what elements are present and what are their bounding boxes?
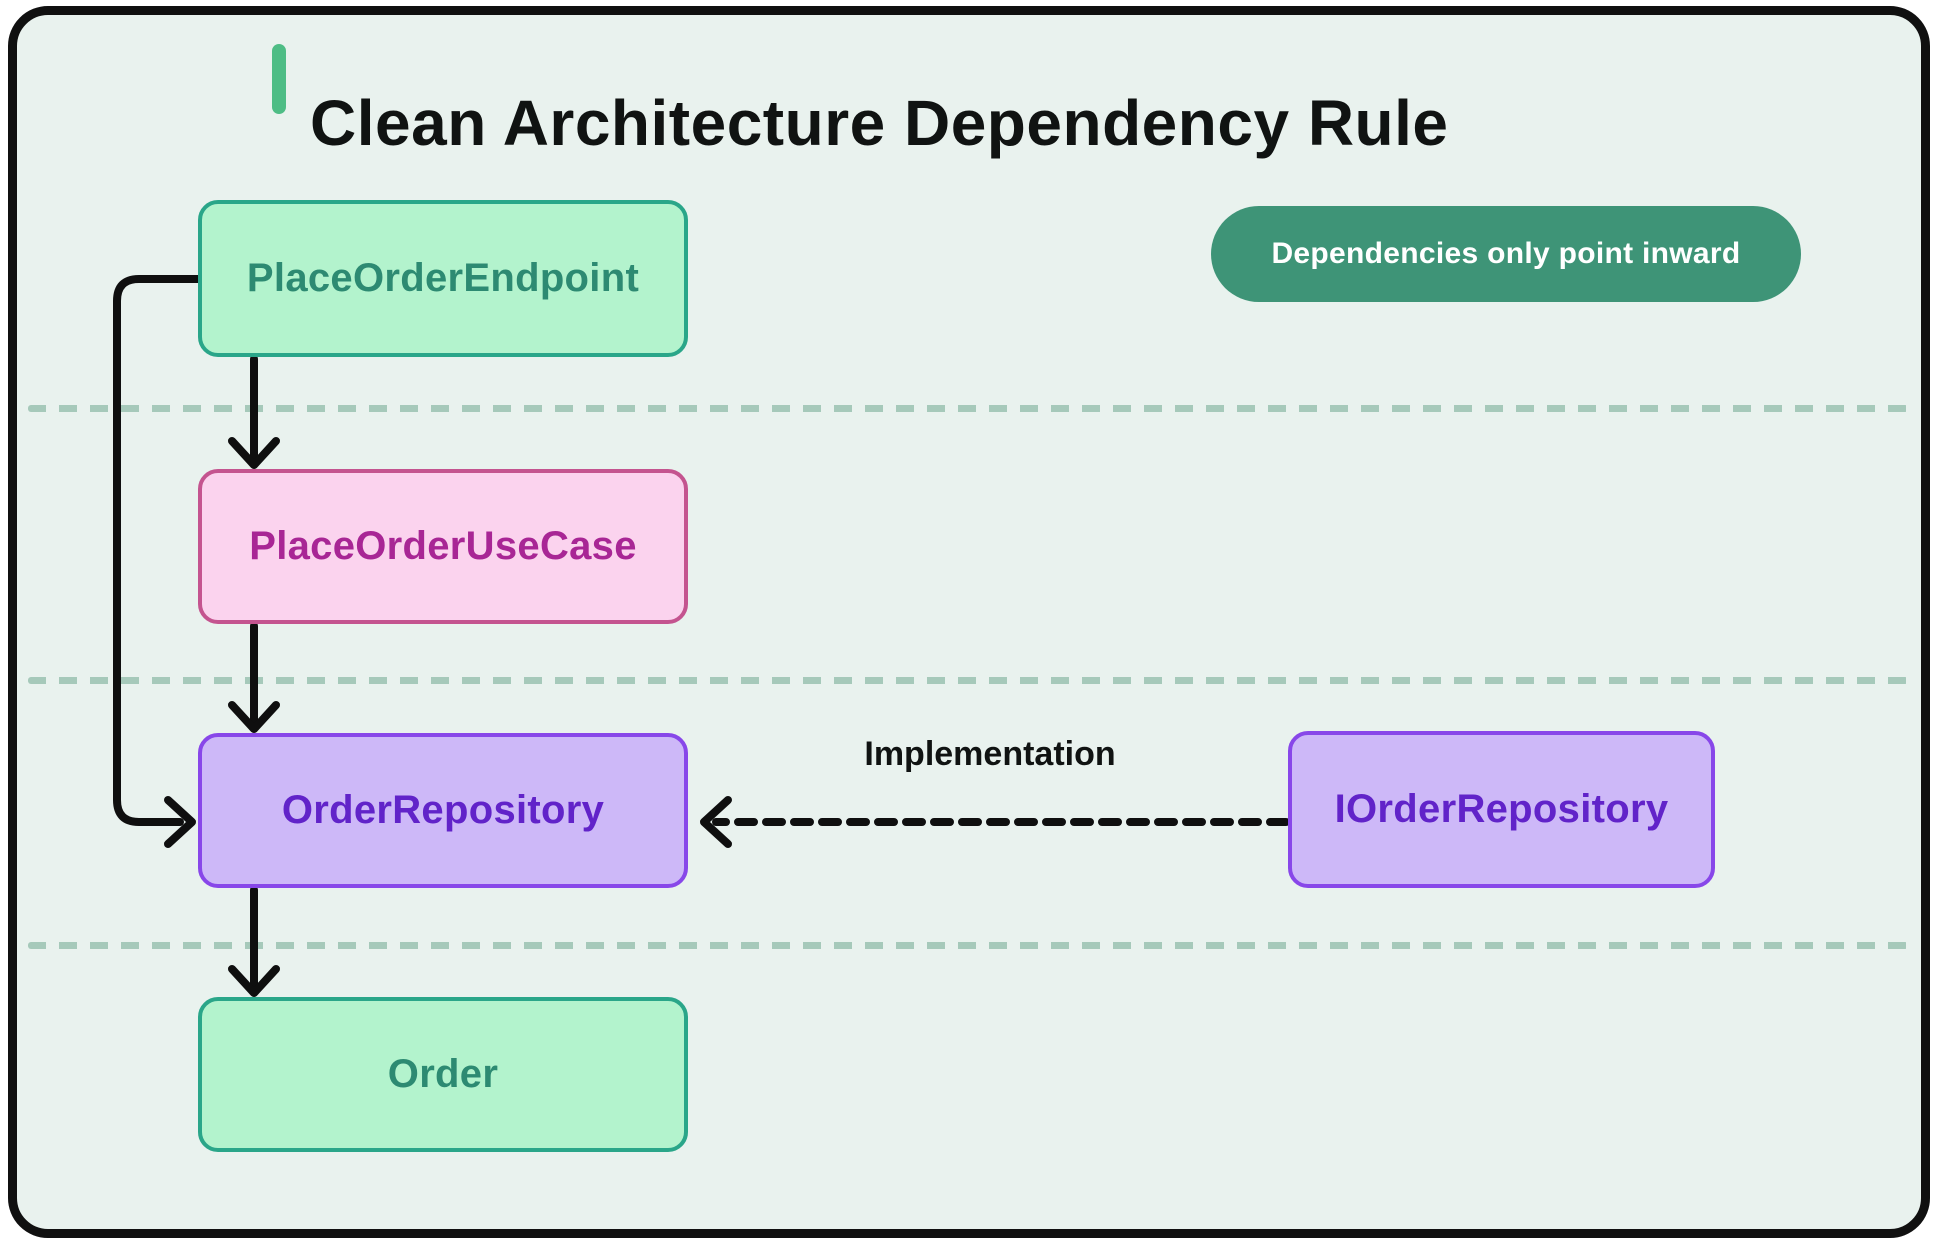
layer-separator-3 [28,942,1908,949]
implementation-edge-label: Implementation [864,735,1116,773]
node-i-order-repository-label: IOrderRepository [1334,787,1669,831]
node-place-order-use-case-label: PlaceOrderUseCase [249,524,637,568]
node-order-label: Order [387,1052,499,1096]
node-i-order-repository: IOrderRepository [1288,731,1715,888]
layer-separator-2 [28,677,1908,684]
dependency-rule-badge-label: Dependencies only point inward [1271,237,1741,270]
dependency-rule-badge: Dependencies only point inward [1211,206,1801,302]
title-accent-bar [272,44,286,114]
node-place-order-endpoint: PlaceOrderEndpoint [198,200,688,357]
node-order-repository: OrderRepository [198,733,688,888]
node-order-repository-label: OrderRepository [281,788,605,832]
layer-separator-1 [28,405,1908,412]
node-place-order-endpoint-label: PlaceOrderEndpoint [246,256,640,300]
page-title: Clean Architecture Dependency Rule [310,86,1449,159]
node-order: Order [198,997,688,1152]
node-place-order-use-case: PlaceOrderUseCase [198,469,688,624]
